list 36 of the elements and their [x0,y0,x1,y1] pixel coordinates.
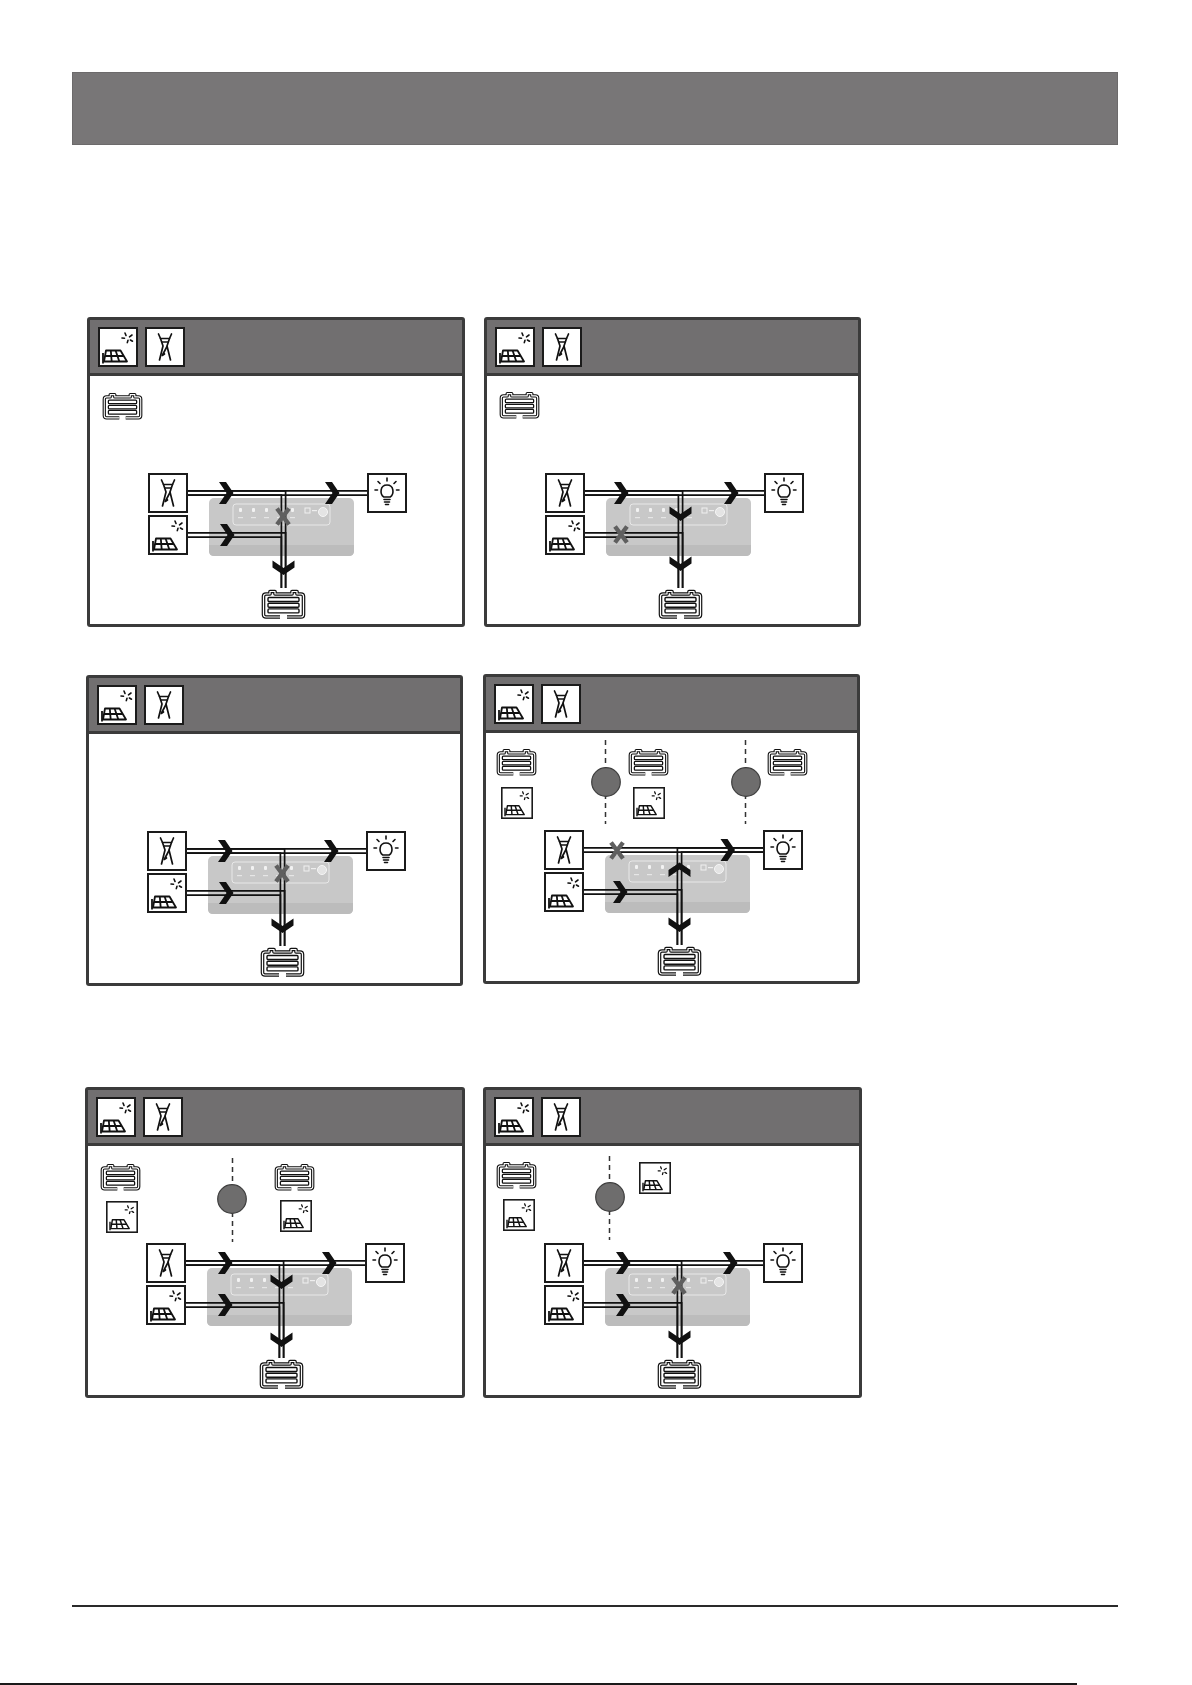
flow-arrow [583,881,691,946]
flow-arrow [186,848,286,947]
diagram-panel [483,674,860,984]
flow-arrow [185,1294,293,1359]
power-pylon-icon [147,831,187,871]
battery-icon [260,946,305,978]
flow-arrow [584,532,684,589]
light-bulb-icon [763,1243,803,1283]
power-pylon-icon [148,473,188,513]
solar-panel-icon [146,1285,186,1325]
battery-icon [657,945,702,977]
battery-icon [261,588,306,620]
solar-panel-icon [544,872,584,912]
power-pylon-icon [544,1243,584,1283]
light-bulb-icon [365,1243,405,1283]
battery-icon [658,588,703,620]
diagram-panel [484,317,861,627]
power-pylon-icon [146,1243,186,1283]
light-bulb-icon [764,473,804,513]
solar-panel-icon [544,1285,584,1325]
battery-icon [259,1358,304,1390]
light-bulb-icon [367,473,407,513]
solar-panel-icon [545,515,585,555]
power-pylon-icon [545,473,585,513]
power-pylon-icon [544,830,584,870]
solar-panel-icon [148,515,188,555]
diagram-panel [483,1087,862,1398]
solar-panel-icon [147,873,187,913]
diagram-panel [87,317,465,627]
diagram-panel [85,1087,465,1398]
light-bulb-icon [763,830,803,870]
diagram-panel [86,675,463,986]
light-bulb-icon [366,831,406,871]
battery-icon [657,1358,702,1390]
flow-arrow [583,1260,683,1359]
flow-arrow [187,490,287,589]
